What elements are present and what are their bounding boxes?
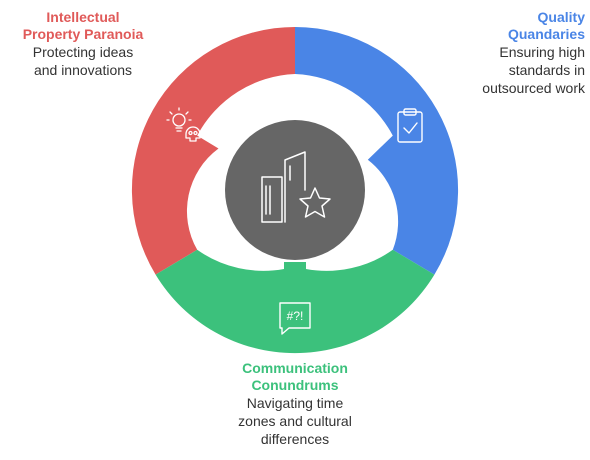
communication-description: Navigating time zones and cultural diffe… [200,394,390,448]
ip-desc-line1: Protecting ideas [32,44,134,60]
segment-quality [295,26,459,275]
speech-bubble-icon: #?! [279,302,311,335]
quality-title: Quality Quandaries [440,9,585,43]
quality-label-block: Quality Quandaries Ensuring high standar… [440,9,585,97]
quality-description: Ensuring high standards in outsourced wo… [440,43,585,97]
segment-communication [155,249,435,354]
ip-title-line1: Intellectual [46,9,120,25]
quality-title-line1: Quality [537,9,585,25]
lightbulb-skull-icon [166,107,201,142]
quality-desc-line3: outsourced work [482,80,585,96]
ip-title-line2: Property Paranoia [22,26,144,42]
ip-desc-line2: and innovations [33,62,133,78]
quality-title-line2: Quandaries [507,26,585,42]
communication-label-block: Communication Conundrums Navigating time… [200,360,390,448]
clipboard-check-icon [397,108,423,143]
communication-desc-line1: Navigating time [246,395,344,411]
ip-description: Protecting ideas and innovations [8,43,158,79]
communication-title: Communication Conundrums [200,360,390,394]
communication-title-line1: Communication [242,360,348,376]
speech-bubble-text: #?! [287,309,304,323]
quality-desc-line1: Ensuring high [499,44,585,60]
communication-title-line2: Conundrums [251,377,339,393]
ip-title: Intellectual Property Paranoia [8,9,158,43]
ip-label-block: Intellectual Property Paranoia Protectin… [8,9,158,79]
buildings-star-icon [261,151,331,223]
quality-desc-line2: standards in [508,62,585,78]
center-circle [225,120,365,260]
communication-desc-line2: zones and cultural [238,413,352,429]
segment-ip [131,26,295,275]
communication-desc-line3: differences [260,431,330,447]
